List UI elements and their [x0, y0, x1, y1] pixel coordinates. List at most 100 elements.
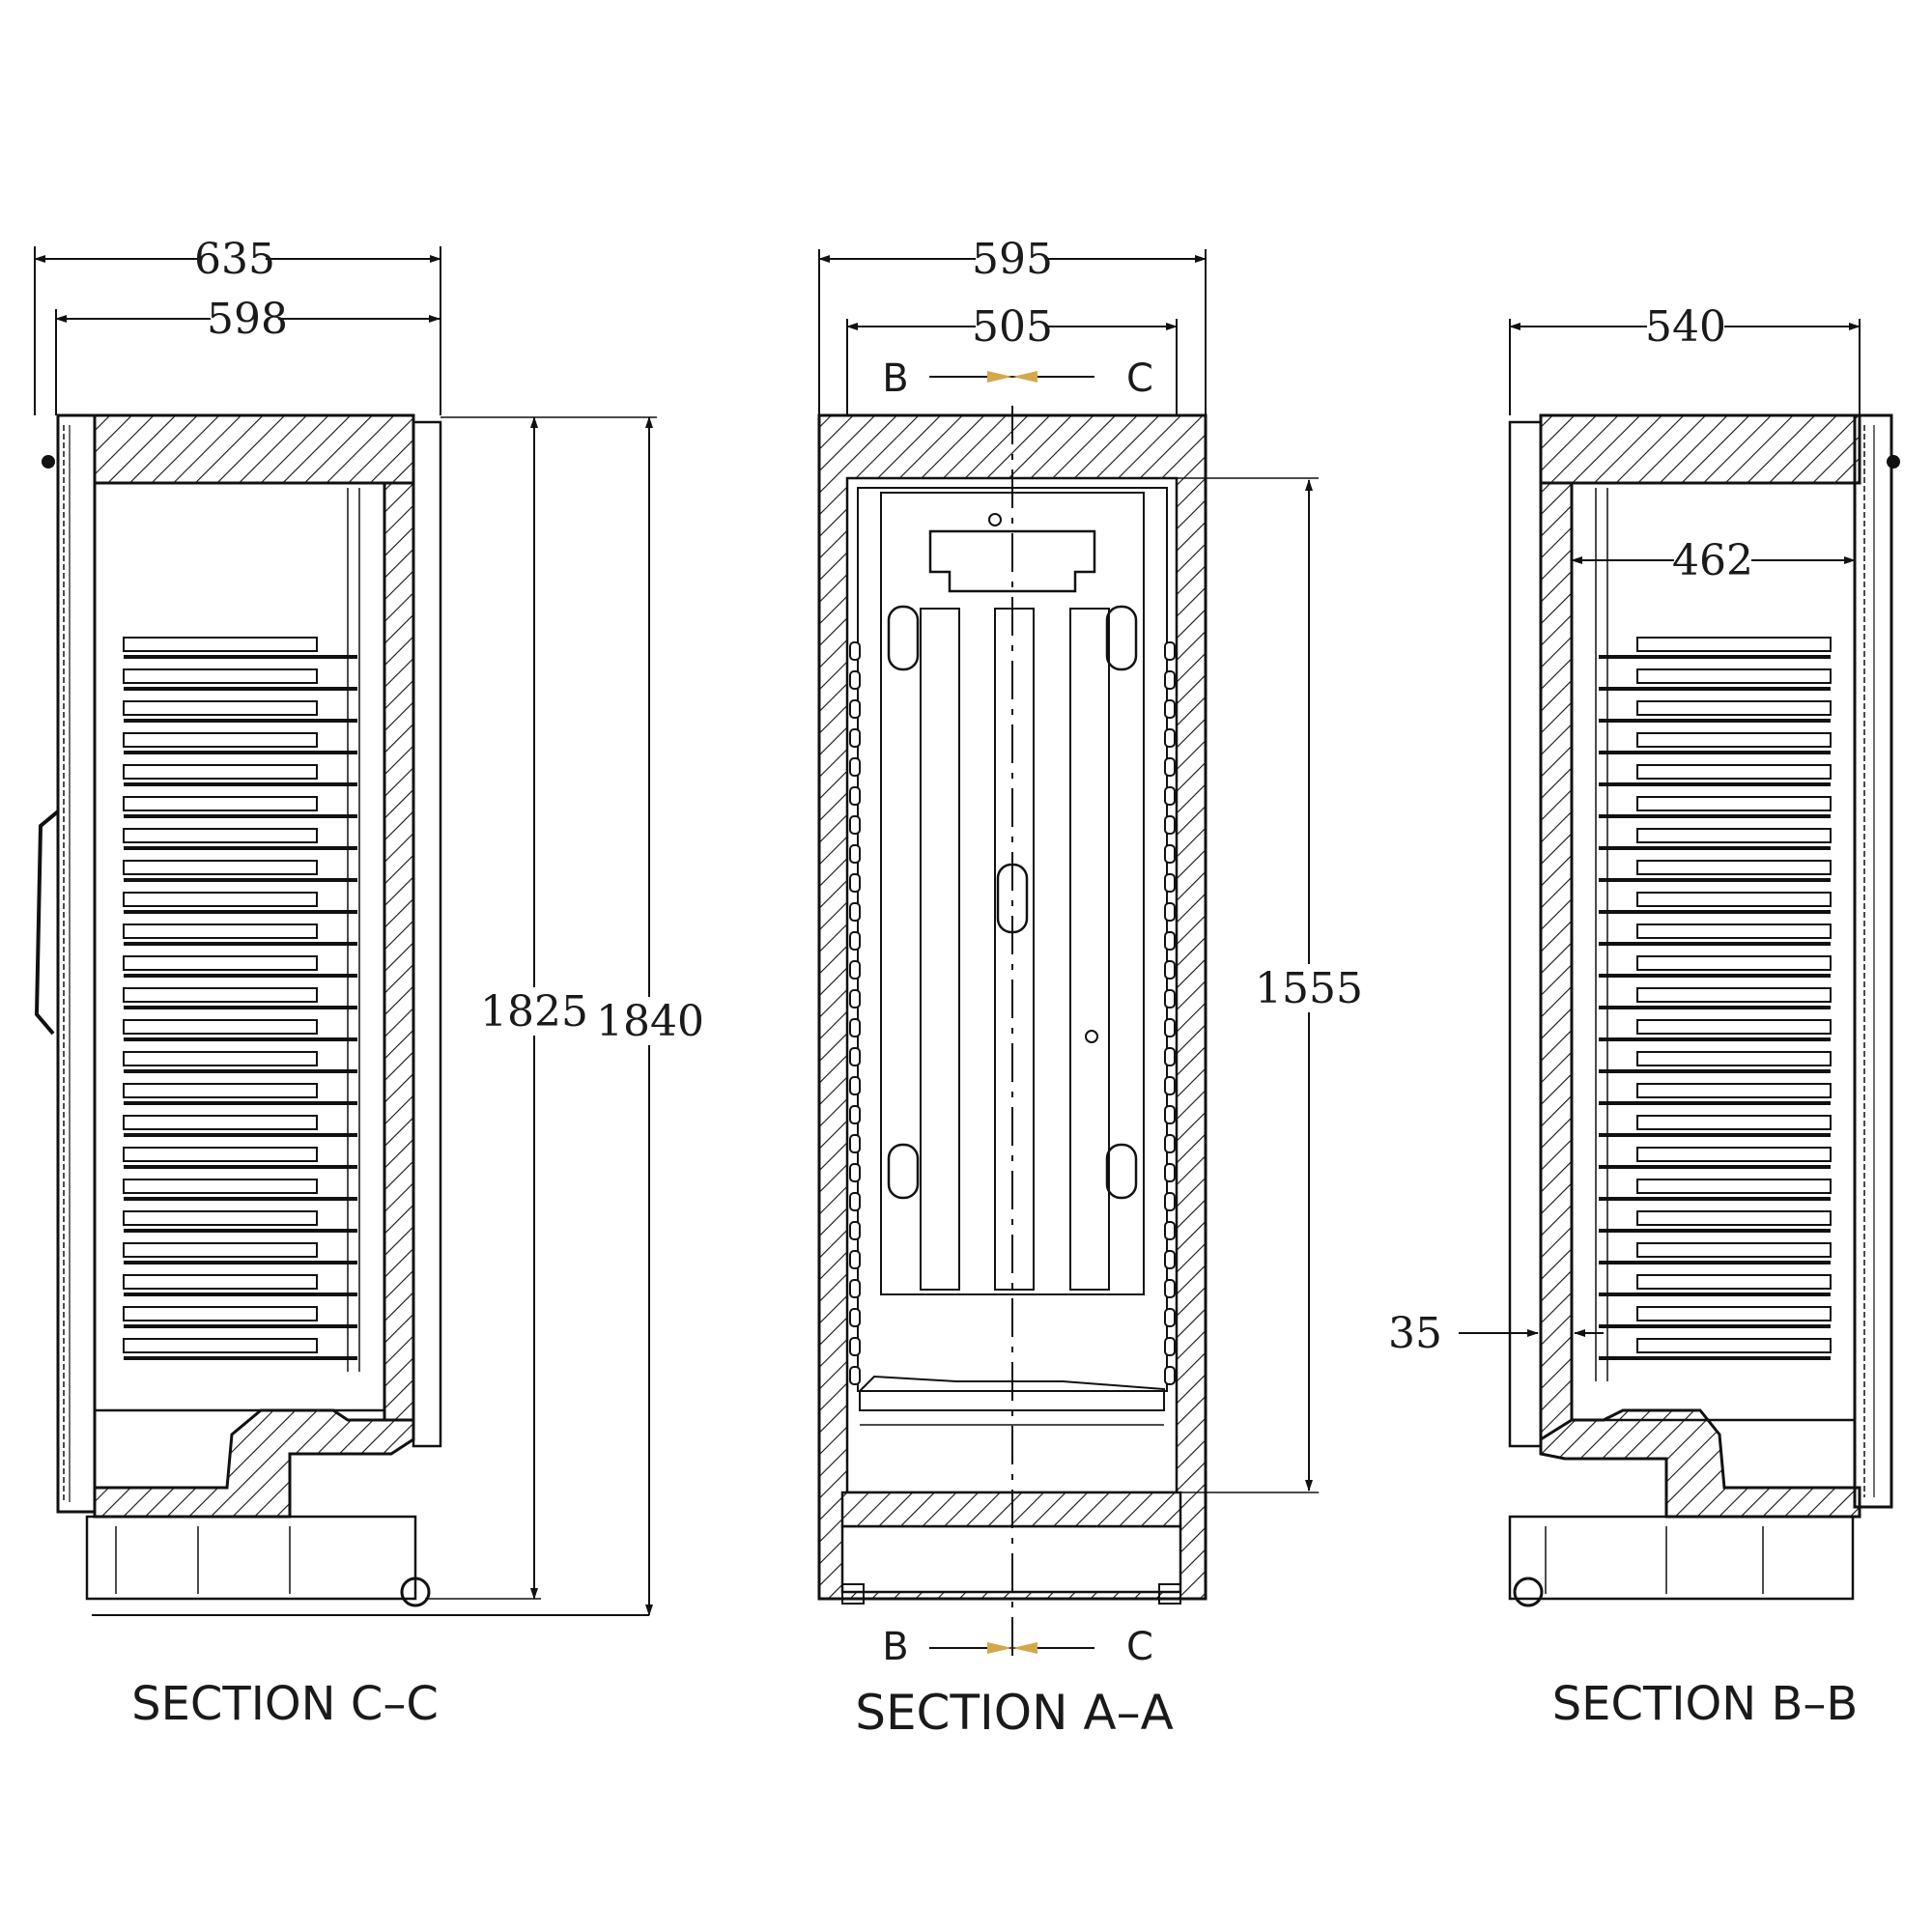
shelf [123, 987, 357, 1009]
dim-body-width-cc: 598 [55, 295, 440, 344]
support-right [1164, 902, 1176, 922]
support-left [849, 1134, 861, 1153]
section-b-b-title: SECTION B–B [1552, 1677, 1859, 1731]
support-right [1164, 1366, 1176, 1385]
cut-marks-top: B C [882, 356, 1153, 401]
shelf [123, 892, 357, 914]
shelf [1599, 1306, 1832, 1328]
dim-height-overall-cc: 1840 [596, 416, 704, 1616]
support-right [1164, 1308, 1176, 1327]
shelf [1599, 955, 1832, 978]
shelf [123, 668, 357, 691]
shelf [1599, 700, 1832, 723]
shelf [123, 1210, 357, 1233]
support-right [1164, 1134, 1176, 1153]
svg-text:C: C [1126, 356, 1153, 401]
shelf [1599, 668, 1832, 691]
section-b-b-view: 540 462 35 [1388, 302, 1900, 1731]
shelf [123, 828, 357, 850]
shelf [123, 923, 357, 946]
support-left [849, 670, 861, 690]
svg-text:598: 598 [207, 295, 288, 344]
shelf [123, 1306, 357, 1328]
support-left [849, 1192, 861, 1211]
support-left [849, 699, 861, 719]
shelf [1599, 828, 1832, 850]
support-left [849, 1221, 861, 1240]
support-left [849, 1337, 861, 1356]
support-right [1164, 989, 1176, 1009]
support-right [1164, 844, 1176, 864]
svg-text:B: B [882, 1625, 908, 1669]
support-right [1164, 699, 1176, 719]
dim-inner-width-aa: 505 [846, 302, 1178, 352]
support-right [1164, 1163, 1176, 1182]
support-left [849, 902, 861, 922]
support-left [849, 1076, 861, 1095]
dim-overall-width-aa: 595 [818, 235, 1207, 284]
support-right [1164, 1250, 1176, 1269]
shelf [1599, 1019, 1832, 1041]
shelf-supports-aa [849, 641, 1176, 1385]
dim-overall-width-cc: 635 [34, 235, 441, 284]
support-right [1164, 641, 1176, 661]
svg-text:1840: 1840 [596, 997, 704, 1046]
svg-text:540: 540 [1645, 302, 1726, 352]
shelf [1599, 796, 1832, 818]
support-right [1164, 873, 1176, 893]
svg-text:B: B [882, 356, 908, 401]
shelf [123, 1179, 357, 1201]
shelves-bb [1599, 637, 1832, 1360]
support-right [1164, 1192, 1176, 1211]
support-left [849, 1047, 861, 1066]
support-right [1164, 728, 1176, 748]
shelf [123, 1051, 357, 1073]
support-left [849, 1308, 861, 1327]
shelf [123, 860, 357, 882]
shelf [123, 1115, 357, 1137]
support-left [849, 1105, 861, 1124]
support-right [1164, 1337, 1176, 1356]
shelf [123, 1147, 357, 1169]
shelf [1599, 1210, 1832, 1233]
support-right [1164, 670, 1176, 690]
shelf [1599, 1147, 1832, 1169]
support-right [1164, 960, 1176, 980]
cut-marks-bottom: B C [882, 1625, 1153, 1669]
shelf [123, 1083, 357, 1105]
shelf [123, 1274, 357, 1296]
shelf [123, 955, 357, 978]
section-c-c-view: 635 598 [34, 235, 704, 1731]
shelf [123, 732, 357, 754]
svg-text:C: C [1126, 1625, 1153, 1669]
support-left [849, 960, 861, 980]
shelf [1599, 1274, 1832, 1296]
shelf [1599, 1051, 1832, 1073]
support-right [1164, 1279, 1176, 1298]
shelf [123, 700, 357, 723]
shelf [1599, 637, 1832, 659]
support-left [849, 641, 861, 661]
support-left [849, 1250, 861, 1269]
support-left [849, 786, 861, 806]
door-handle [34, 810, 60, 1036]
support-right [1164, 1018, 1176, 1037]
svg-text:635: 635 [194, 235, 275, 284]
shelf [1599, 764, 1832, 786]
dim-height-inner-cc: 1825 [480, 416, 588, 1600]
shelf [1599, 1083, 1832, 1105]
support-left [849, 757, 861, 777]
shelf [1599, 860, 1832, 882]
dim-overall-width-bb: 540 [1509, 302, 1861, 352]
shelf [1599, 732, 1832, 754]
support-left [849, 844, 861, 864]
svg-text:505: 505 [972, 302, 1053, 352]
support-right [1164, 1047, 1176, 1066]
shelf [1599, 1179, 1832, 1201]
svg-text:1555: 1555 [1255, 964, 1363, 1013]
shelf [123, 637, 357, 659]
shelf [1599, 1115, 1832, 1137]
shelf [1599, 923, 1832, 946]
support-right [1164, 1221, 1176, 1240]
